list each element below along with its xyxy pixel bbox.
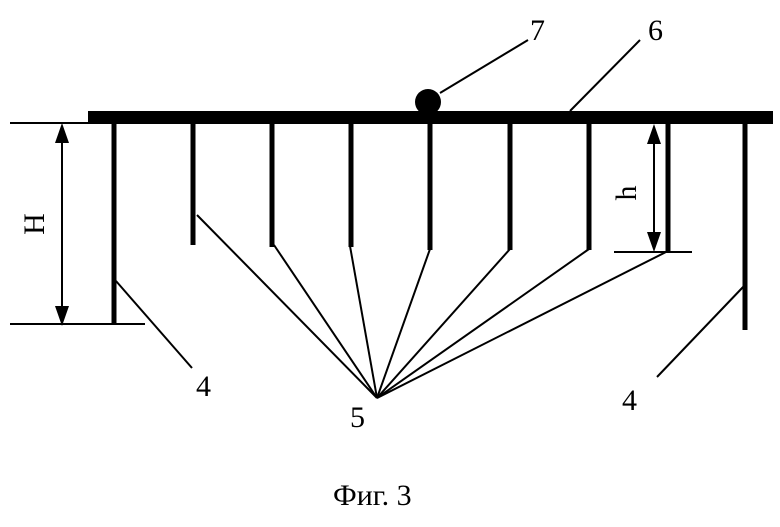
leader-6 bbox=[569, 39, 641, 112]
label-plate: 6 bbox=[648, 14, 663, 47]
label-sphere: 7 bbox=[530, 14, 545, 47]
label-rod-right: 4 bbox=[622, 384, 637, 417]
dimension-h-large bbox=[10, 122, 145, 326]
dimension-h-small bbox=[614, 124, 692, 253]
leader-4-right bbox=[656, 285, 745, 378]
label-dim-long: H bbox=[18, 213, 51, 235]
sphere bbox=[415, 89, 441, 115]
wire-5 bbox=[376, 248, 511, 399]
figure-caption: Фиг. 3 bbox=[333, 479, 412, 512]
wire-6 bbox=[376, 248, 590, 399]
label-wires-origin: 5 bbox=[350, 401, 365, 434]
leader-lines bbox=[115, 39, 745, 378]
label-rod-left: 4 bbox=[196, 370, 211, 403]
converging-wires bbox=[196, 214, 667, 399]
wire-4 bbox=[376, 248, 431, 399]
leader-4-left bbox=[115, 280, 193, 369]
label-dim-short: h bbox=[610, 186, 643, 201]
wire-1 bbox=[196, 214, 378, 399]
top-plate bbox=[88, 111, 773, 124]
wire-3 bbox=[349, 245, 378, 399]
wire-7 bbox=[376, 251, 667, 399]
wire-2 bbox=[273, 244, 378, 399]
leader-7 bbox=[439, 39, 529, 94]
